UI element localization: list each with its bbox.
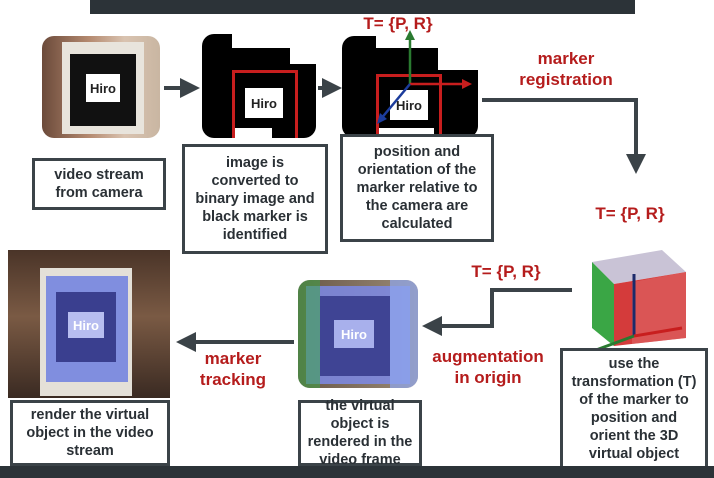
binary-image-box: image is converted to binary image and b…	[182, 144, 328, 254]
render-virtual-object-box: render the virtual object in the video s…	[10, 400, 170, 466]
marker-label: Hiro	[245, 88, 283, 118]
final-render-photo: Hiro	[8, 250, 170, 398]
camera-frame-photo: Hiro	[42, 36, 160, 138]
virtual-object-photo: Hiro	[298, 280, 418, 388]
transform-label-middle: T= {P, R}	[471, 262, 541, 281]
virtual-object-rendered-box: the virtual object is rendered in the vi…	[298, 398, 422, 468]
top-bar	[90, 0, 635, 14]
marker-label: Hiro	[68, 312, 104, 338]
marker-label: Hiro	[390, 90, 428, 120]
marker-label: Hiro	[334, 320, 374, 348]
transform-label-right: T= {P, R}	[595, 204, 665, 223]
position-orientation-box: position and orientation of the marker r…	[340, 134, 494, 242]
virtual-cube	[574, 246, 692, 354]
video-stream-box: video stream from camera	[32, 158, 166, 210]
transform-label-top: T= {P, R}	[363, 14, 433, 33]
use-transformation-box: use the transformation (T) of the marker…	[560, 348, 708, 470]
binary-image-photo: Hiro	[202, 34, 316, 138]
marker-registration-label: marker registration	[519, 49, 613, 89]
marker-label: Hiro	[86, 74, 120, 102]
bottom-bar	[0, 466, 714, 478]
marker-tracking-label: marker tracking	[199, 349, 267, 389]
augmentation-label: augmentation in origin	[432, 347, 544, 387]
